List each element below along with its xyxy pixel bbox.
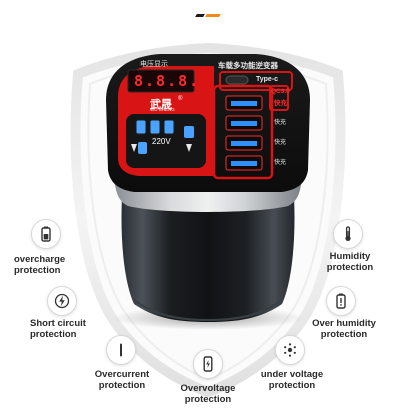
thermometer-icon [333,219,363,249]
sparkle-icon [275,335,305,365]
feature-line2: protection [98,380,146,391]
feature-humidity: Humidity protection [318,251,382,273]
usb-ports [225,95,263,171]
display-label: 电压显示 [140,61,168,68]
battery-warning-icon [326,286,356,316]
feature-short-circuit: Short circuit protection [30,318,100,340]
feature-overvoltage: Overvoltage protection [172,383,244,405]
feature-line2: protection [14,265,61,276]
feature-over-humidity: Over humidity protection [304,318,384,340]
feature-line1: Short circuit [30,318,86,329]
typec-label: Type-c [256,76,279,83]
brand-en: WU SHENG [150,107,175,112]
registered-mark: ® [178,96,183,102]
feature-line2: protection [268,380,316,391]
feature-line2: protection [320,329,368,340]
feature-line2: protection [30,329,77,340]
phone-charge-icon [193,349,223,379]
feature-line1: Overcurrent [94,369,150,380]
feature-line1: Over humidity [312,318,376,329]
feature-line1: under voltage [260,369,324,380]
lightning-icon [47,286,77,316]
qc-badge-sub: 快充 [274,100,287,107]
led-display-digits: 8.8.8. [134,72,201,90]
product-title: 车载多功能逆变器 [218,61,278,70]
fast-charge-label: 快充 [274,120,287,126]
feature-overcharge: overcharge protection [14,254,78,276]
qc-badge: QC3.0 [271,88,290,95]
feature-line1: Humidity [329,251,371,262]
feature-line2: protection [184,394,232,405]
brand-cn: 武晟 [150,99,172,111]
feature-line1: overcharge [14,254,66,265]
fast-charge-label: 快充 [274,160,287,166]
feature-line2: protection [326,262,374,273]
fast-charge-label: 快充 [274,140,287,146]
current-bar-icon [106,335,136,365]
feature-overcurrent: Overcurrent protection [86,369,158,391]
feature-line1: Overvoltage [180,383,236,394]
voltage-label: 220V [152,137,171,146]
battery-icon [31,219,61,249]
feature-under-voltage: under voltage protection [252,369,332,391]
